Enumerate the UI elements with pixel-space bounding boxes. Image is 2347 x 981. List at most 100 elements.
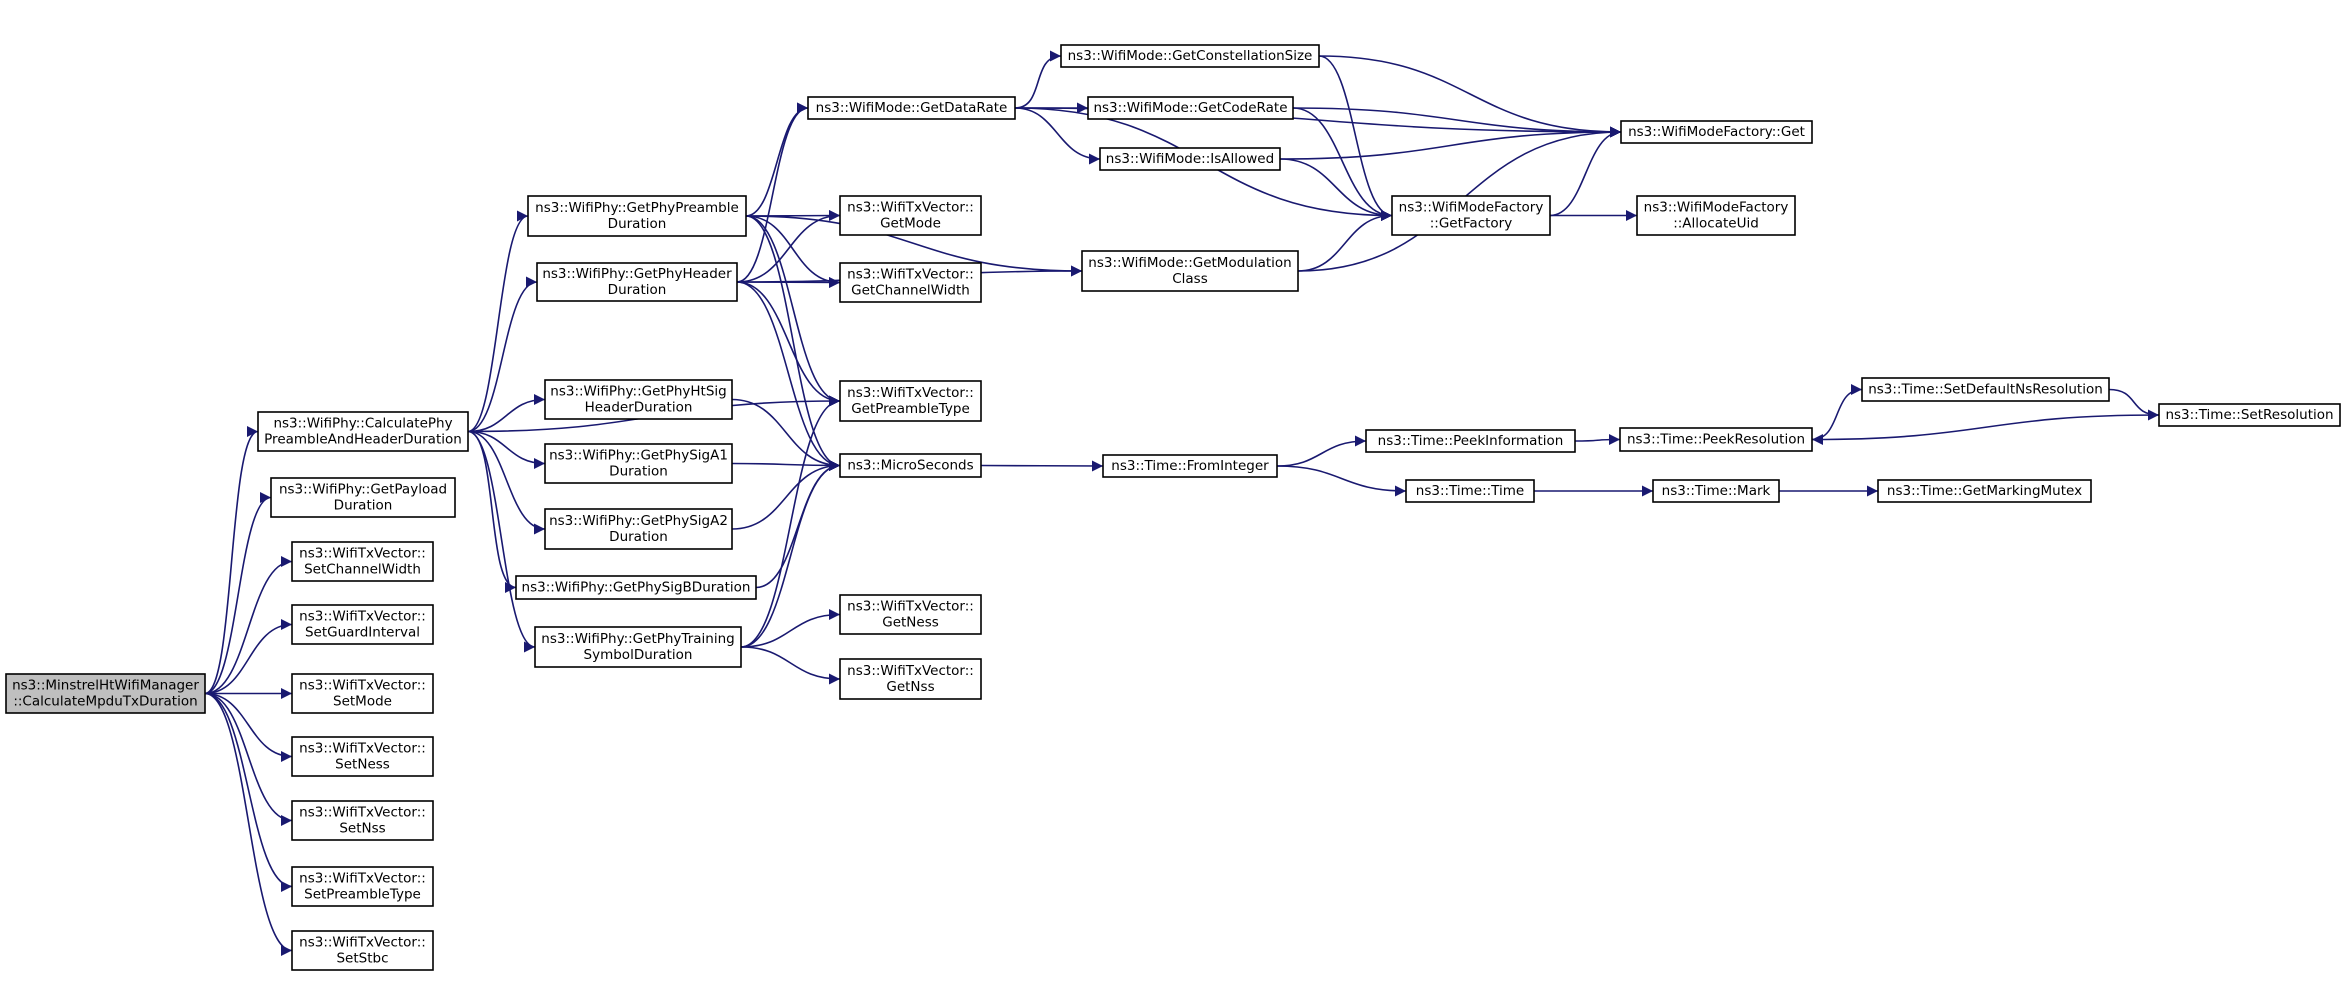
node-label: ns3::WifiTxVector:: [847,663,974,679]
node-box [1877,479,2092,503]
node-get-data-rate[interactable]: ns3::WifiMode::GetDataRate [807,96,1016,120]
node-get-training[interactable]: ns3::WifiPhy::GetPhyTrainingSymbolDurati… [534,626,742,668]
node-peek-info[interactable]: ns3::Time::PeekInformation [1365,429,1576,453]
node-micro-seconds[interactable]: ns3::MicroSeconds [839,453,982,478]
node-tx-get-preamble[interactable]: ns3::WifiTxVector::GetPreambleType [839,380,982,422]
node-time-time[interactable]: ns3::Time::Time [1405,479,1535,503]
node-label: Class [1172,271,1208,287]
node-box [291,800,434,841]
node-set-stbc[interactable]: ns3::WifiTxVector::SetStbc [291,930,434,971]
node-label: SetNss [339,821,385,837]
node-label: SetChannelWidth [304,562,421,578]
node-calc-phy[interactable]: ns3::WifiPhy::CalculatePhyPreambleAndHea… [257,411,469,452]
node-box [1087,96,1294,120]
edge-get-phy-preamble-to-get-mod-class [745,215,1083,277]
node-get-code-rate[interactable]: ns3::WifiMode::GetCodeRate [1087,96,1294,120]
node-box [544,379,733,420]
node-box [1102,454,1278,478]
edge-get-phy-preamble-to-tx-get-preamble [745,215,841,407]
node-alloc-uid[interactable]: ns3::WifiModeFactory::AllocateUid [1636,195,1796,236]
node-label: GetMode [880,216,941,232]
node-get-marking[interactable]: ns3::Time::GetMarkingMutex [1877,479,2092,503]
node-box [1620,120,1813,144]
node-label: ns3::WifiPhy::GetPayload [279,482,447,498]
node-set-nss[interactable]: ns3::WifiTxVector::SetNss [291,800,434,841]
edge-set-res-to-peek-res [1811,414,2160,445]
node-box [2158,403,2341,427]
node-label: ns3::MicroSeconds [847,458,973,474]
node-get-const[interactable]: ns3::WifiMode::GetConstellationSize [1060,44,1320,68]
node-label: SetMode [333,694,392,710]
node-box [544,508,733,550]
edge-from-integer-to-time-time [1276,465,1407,497]
edge-root-to-get-payload [204,492,272,695]
node-root[interactable]: ns3::MinstrelHtWifiManager::CalculateMpd… [5,673,206,714]
node-box [839,658,982,700]
node-label: ns3::MinstrelHtWifiManager [12,678,199,694]
edge-get-code-rate-to-factory-get [1292,107,1622,138]
node-label: SetNess [335,757,390,773]
node-box [1365,429,1576,453]
node-label: ns3::WifiTxVector:: [847,385,974,401]
edge-is-allowed-to-factory-get [1279,126,1622,160]
node-get-factory[interactable]: ns3::WifiModeFactory::GetFactory [1391,195,1551,236]
node-label: SymbolDuration [584,647,693,663]
node-set-mode[interactable]: ns3::WifiTxVector::SetMode [291,673,434,714]
node-box [527,195,747,237]
node-label: SetPreambleType [304,887,421,903]
node-box [839,195,982,236]
node-label: ns3::WifiTxVector:: [847,267,974,283]
edge-calc-phy-to-get-sig-b [467,430,517,593]
node-tx-get-chan-w[interactable]: ns3::WifiTxVector::GetChannelWidth [839,262,982,303]
node-box [270,477,456,518]
node-set-chan-w[interactable]: ns3::WifiTxVector::SetChannelWidth [291,541,434,582]
node-tx-get-ness[interactable]: ns3::WifiTxVector::GetNess [839,594,982,635]
edge-get-phy-header-to-micro-seconds [736,281,841,471]
node-from-integer[interactable]: ns3::Time::FromInteger [1102,454,1278,478]
edge-get-code-rate-to-get-factory [1292,107,1393,221]
node-label: Duration [609,529,668,545]
node-set-def-ns[interactable]: ns3::Time::SetDefaultNsResolution [1861,377,2110,402]
node-label: ns3::WifiTxVector:: [299,871,426,887]
node-box [1861,377,2110,402]
edge-get-phy-header-to-get-data-rate [736,102,809,283]
edge-root-to-set-preamble [204,692,293,892]
edge-peek-res-to-set-def-ns [1811,384,1863,441]
node-peek-res[interactable]: ns3::Time::PeekResolution [1619,427,1813,452]
edge-peek-info-to-peek-res [1574,434,1621,446]
node-box [291,866,434,907]
node-set-ness[interactable]: ns3::WifiTxVector::SetNess [291,736,434,777]
node-label: ns3::WifiTxVector:: [299,935,426,951]
node-label: ns3::Time::GetMarkingMutex [1887,483,2082,499]
node-label: ns3::WifiModeFactory::Get [1628,124,1805,140]
node-label: ns3::WifiMode::GetDataRate [816,100,1008,116]
node-label: ns3::WifiTxVector:: [847,200,974,216]
node-label: ns3::Time::PeekResolution [1627,432,1805,448]
node-tx-get-nss[interactable]: ns3::WifiTxVector::GetNss [839,658,982,700]
edge-root-to-set-ness [204,692,293,762]
node-is-allowed[interactable]: ns3::WifiMode::IsAllowed [1099,147,1281,171]
edge-calc-phy-to-get-sig-a1 [467,430,546,469]
node-factory-get[interactable]: ns3::WifiModeFactory::Get [1620,120,1813,144]
edge-get-phy-preamble-to-micro-seconds [745,215,841,471]
edge-micro-seconds-to-from-integer [980,460,1104,472]
node-mark[interactable]: ns3::Time::Mark [1652,479,1780,503]
node-label: ns3::WifiPhy::GetPhyHtSig [550,384,726,400]
node-box [1636,195,1796,236]
node-set-guard[interactable]: ns3::WifiTxVector::SetGuardInterval [291,604,434,645]
node-set-preamble[interactable]: ns3::WifiTxVector::SetPreambleType [291,866,434,907]
node-get-sig-b[interactable]: ns3::WifiPhy::GetPhySigBDuration [515,575,757,600]
node-box [1391,195,1551,236]
node-tx-get-mode[interactable]: ns3::WifiTxVector::GetMode [839,195,982,236]
edge-get-data-rate-to-is-allowed [1014,107,1101,165]
edge-get-phy-header-to-tx-get-preamble [736,281,841,407]
node-set-res[interactable]: ns3::Time::SetResolution [2158,403,2341,427]
